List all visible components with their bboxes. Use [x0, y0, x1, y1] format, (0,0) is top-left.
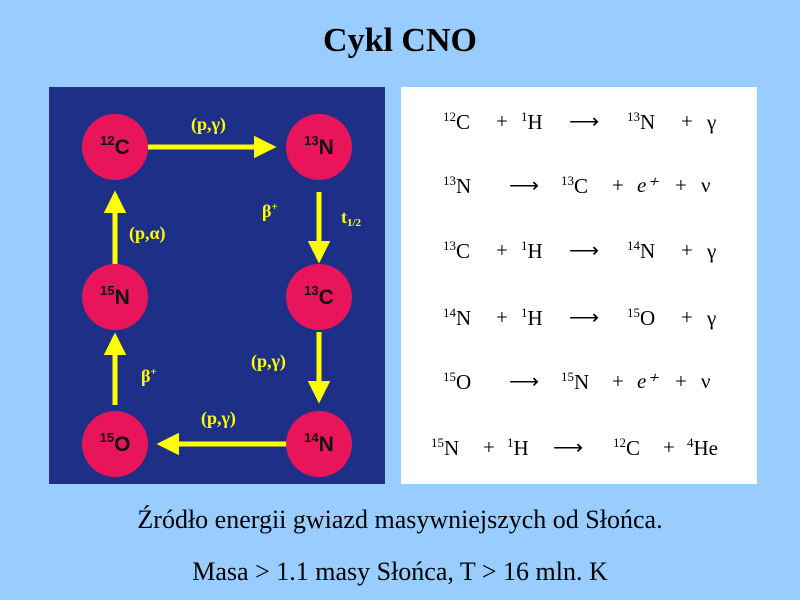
eq-arrow: ⟶	[569, 305, 600, 329]
eq-term-1: 13N	[443, 173, 472, 198]
eq-op-2: +	[681, 305, 693, 329]
eq-term-3: 15N	[561, 369, 590, 394]
eq-term-1: 15O	[443, 369, 472, 394]
eq-term-3: 14N	[627, 238, 656, 263]
eq-arrow: ⟶	[569, 109, 600, 133]
cycle-graphic	[82, 114, 352, 477]
reaction-o15-n15-beta: β+	[141, 366, 157, 386]
label-c13: 13C	[304, 283, 334, 309]
reaction-c12-n13: (p,γ)	[191, 114, 226, 134]
eq-op-2: +	[681, 109, 693, 133]
eq-term-3: 13N	[627, 109, 656, 134]
eq-term-4: 4He	[687, 435, 718, 460]
reaction-c13-n14: (p,γ)	[251, 351, 286, 371]
eq-arrow: ⟶	[509, 173, 540, 197]
eq-term-4: e⁺	[637, 369, 658, 393]
eq-op-1: +	[496, 238, 508, 262]
eq-term-1: 13C	[443, 238, 471, 263]
eq-op-2: +	[663, 435, 675, 459]
label-o15: 15O	[99, 430, 131, 456]
eq-op-1: +	[496, 305, 508, 329]
caption-energy-source: Źródło energii gwiazd masywniejszych od …	[137, 505, 663, 534]
equation-row: 13N ⟶ 13C + e⁺ + ν	[401, 173, 757, 203]
eq-op-3: +	[675, 173, 687, 197]
eq-arrow: ⟶	[509, 369, 540, 393]
equation-row: 14N + 1H ⟶ 15O + γ	[401, 305, 757, 335]
page-title: Cykl CNO	[323, 22, 477, 59]
label-n14: 14N	[304, 430, 334, 456]
eq-term-3: 15O	[627, 305, 656, 330]
reaction-n14-o15: (p,γ)	[201, 408, 236, 428]
eq-op-3: +	[675, 369, 687, 393]
eq-term-3: 13C	[561, 173, 589, 198]
eq-op-1: +	[496, 109, 508, 133]
eq-term-1: 12C	[443, 109, 471, 134]
half-life-label: t1/2	[341, 207, 362, 229]
eq-arrow: ⟶	[553, 435, 584, 459]
eq-term-2: 1H	[521, 305, 543, 330]
reaction-n15-c12: (p,α)	[129, 223, 166, 243]
eq-op-2: +	[612, 369, 624, 393]
eq-op-2: +	[612, 173, 624, 197]
equation-row: 12C + 1H ⟶ 13N + γ	[401, 109, 757, 139]
eq-term-4: γ	[707, 306, 717, 330]
node-n15	[82, 264, 148, 330]
eq-term-2: 1H	[521, 238, 543, 263]
node-n14	[286, 411, 352, 477]
label-c12: 12C	[100, 133, 130, 159]
eq-term-4: γ	[707, 110, 717, 134]
eq-op-1: +	[483, 435, 495, 459]
label-n13: 13N	[304, 133, 334, 159]
node-o15	[82, 411, 148, 477]
caption-mass-temperature: Masa > 1.1 masy Słońca, T > 16 mln. K	[192, 557, 608, 586]
equation-row: 13C + 1H ⟶ 14N + γ	[401, 238, 757, 268]
eq-term-1: 14N	[443, 305, 472, 330]
eq-term-4: e⁺	[637, 173, 658, 197]
eq-term-5: ν	[701, 369, 711, 393]
label-n15: 15N	[100, 283, 130, 309]
node-c13	[286, 264, 352, 330]
eq-term-5: ν	[701, 173, 711, 197]
eq-term-2: 1H	[521, 109, 543, 134]
reaction-n13-c13-beta: β+	[262, 201, 278, 221]
cno-cycle-diagram: 12C 13N 13C 14N 15O 15N (p,γ) β+ t1/2 (p…	[49, 87, 385, 484]
equations-panel: 12C + 1H ⟶ 13N + γ 13N ⟶ 13C + e⁺ + ν 13…	[401, 87, 757, 484]
eq-term-2: 1H	[507, 435, 529, 460]
eq-arrow: ⟶	[569, 238, 600, 262]
equation-row: 15N + 1H ⟶ 12C + 4He	[401, 435, 757, 465]
eq-term-3: 12C	[613, 435, 641, 460]
equation-row: 15O ⟶ 15N + e⁺ + ν	[401, 369, 757, 399]
node-c12	[82, 114, 148, 180]
eq-term-4: γ	[707, 239, 717, 263]
eq-op-2: +	[681, 238, 693, 262]
node-n13	[286, 114, 352, 180]
eq-term-1: 15N	[431, 435, 460, 460]
